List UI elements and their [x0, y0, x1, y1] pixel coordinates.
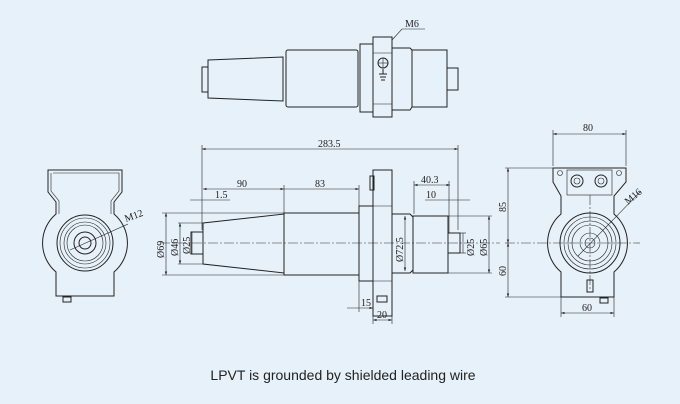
dim-40-3: 40.3: [421, 175, 439, 186]
dim-90: 90: [237, 179, 247, 190]
dim-dia-46: Ø46: [170, 239, 181, 256]
dim-dia-72-5: Ø72.5: [395, 237, 406, 262]
m12-label: M12: [123, 208, 145, 225]
dim-80: 80: [583, 123, 593, 134]
dim-60-vertical: 60: [498, 266, 509, 276]
top-view: M6: [201, 19, 459, 118]
dim-dia-65: Ø65: [479, 239, 490, 256]
dim-1-5: 1.5: [215, 190, 228, 201]
dim-15: 15: [361, 298, 371, 309]
left-end-view: M12: [42, 169, 145, 303]
dim-60-horizontal: 60: [582, 303, 592, 314]
dim-20: 20: [377, 310, 387, 321]
right-end-view: M16 80 85 60 60: [498, 123, 644, 317]
ground-screw-icon: [377, 57, 389, 81]
side-view: 283.5 90 83 1.5 40.3 10 15 20 Ø69 Ø46 Ø2…: [156, 139, 500, 324]
dim-dia-69: Ø69: [156, 241, 167, 258]
m16-label: M16: [623, 187, 645, 208]
dim-overall: 283.5: [318, 139, 341, 150]
dim-83: 83: [315, 179, 325, 190]
dim-85: 85: [498, 202, 509, 212]
caption: LPVT is grounded by shielded leading wir…: [210, 367, 475, 383]
m6-label: M6: [405, 19, 419, 30]
dim-dia-25-right: Ø25: [466, 239, 477, 256]
dim-dia-25-left: Ø25: [182, 237, 193, 254]
dim-10: 10: [426, 190, 436, 201]
